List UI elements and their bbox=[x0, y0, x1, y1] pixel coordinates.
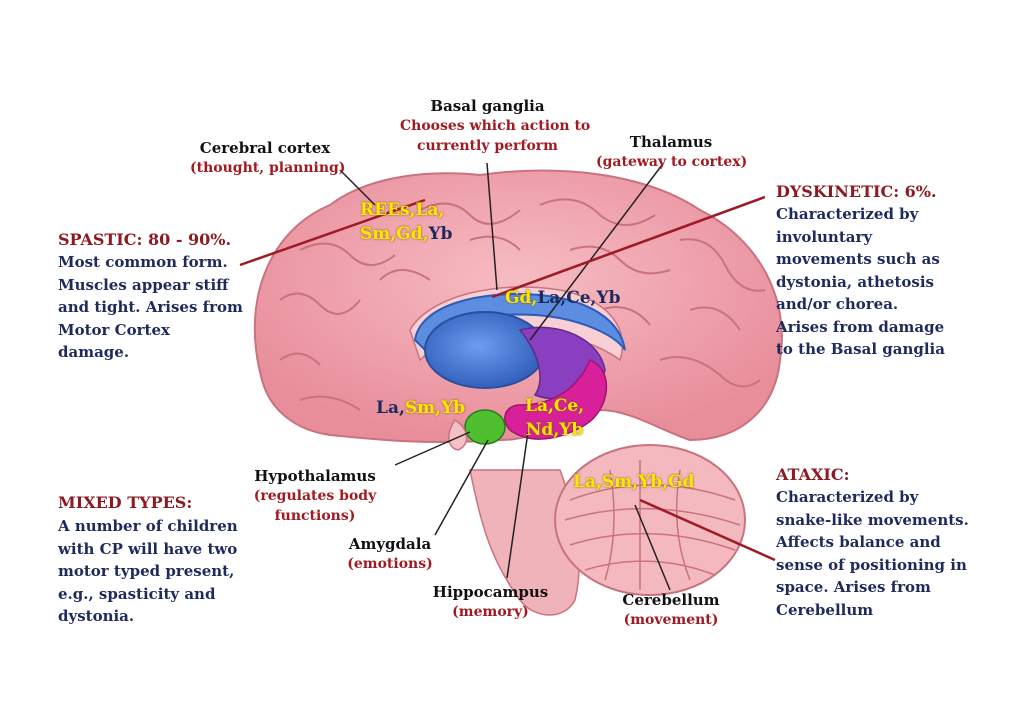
spastic-line: damage. bbox=[58, 343, 130, 361]
dyskinetic-line: movements such as bbox=[776, 250, 940, 268]
cerebellum-elements: La,Sm,Yb,Gd bbox=[573, 470, 694, 494]
spastic-body: Most common form. Muscles appear stiff a… bbox=[58, 251, 268, 364]
cerebellum-elements-a: La,Sm,Yb,Gd bbox=[573, 472, 695, 492]
cerebral-cortex-title: Cerebral cortex bbox=[199, 139, 331, 157]
mixed-line: e.g., spasticity and bbox=[58, 584, 216, 603]
limbic-shape bbox=[504, 359, 607, 440]
ataxic-line: space. Arises from bbox=[776, 578, 931, 596]
mixed-line: with CP will have two bbox=[58, 539, 238, 558]
ataxic-line: Affects balance and bbox=[776, 533, 941, 551]
amygdala-title: Amygdala bbox=[348, 535, 432, 553]
dyskinetic-line: involuntary bbox=[776, 227, 873, 246]
hippocampus-label: Hippocampus (memory) bbox=[428, 582, 553, 622]
amygdala-label: Amygdala (emotions) bbox=[340, 534, 440, 574]
dyskinetic-line: to the Basal ganglia bbox=[776, 340, 945, 358]
spastic-line: Most common form. bbox=[58, 253, 228, 271]
cerebellum-folia bbox=[564, 460, 741, 590]
limbic-elements-line1: La,Ce, bbox=[525, 396, 585, 416]
dyskinetic-title: DYSKINETIC: 6%. bbox=[776, 182, 937, 201]
hypothalamus-shape bbox=[448, 418, 468, 451]
cerebral-cortex-desc: (thought, planning) bbox=[190, 160, 346, 176]
ataxic-body: Characterized by snake-like movements. A… bbox=[776, 486, 996, 621]
ataxic-title: ATAXIC: bbox=[776, 465, 850, 484]
mixed-title: MIXED TYPES: bbox=[58, 493, 193, 512]
cerebellum-title: Cerebellum bbox=[622, 591, 720, 609]
dyskinetic-line: dystonia, athetosis bbox=[776, 272, 934, 291]
dyskinetic-line: Arises from damage bbox=[776, 317, 945, 336]
hypothalamus-desc-2: functions) bbox=[274, 508, 356, 524]
thalamus-label: Thalamus (gateway to cortex) bbox=[596, 132, 748, 172]
basal-elements-a: Gd, bbox=[505, 288, 538, 308]
hypo-elements-a: La, bbox=[376, 398, 405, 418]
basal-ganglia-desc-1: Chooses which action to bbox=[400, 118, 591, 134]
basal-elements-b: La,Ce,Yb bbox=[537, 288, 621, 308]
hippocampus-desc: (memory) bbox=[452, 604, 529, 620]
hypo-elements-b: Sm,Yb bbox=[404, 398, 466, 418]
type-arrows bbox=[239, 195, 776, 562]
ataxic-line: Cerebellum bbox=[776, 600, 874, 619]
limbic-elements-line2: Nd,Yb bbox=[525, 420, 584, 440]
basal-elements: Gd,La,Ce,Yb bbox=[505, 286, 621, 310]
ataxic-line: Characterized by bbox=[776, 488, 919, 506]
mixed-line: A number of children bbox=[58, 517, 238, 535]
cerebral-cortex-label: Cerebral cortex (thought, planning) bbox=[190, 138, 346, 178]
cortex-elements-line1: REEs,La, bbox=[360, 200, 445, 220]
mixed-line: dystonia. bbox=[58, 607, 135, 625]
spastic-title: SPASTIC: 80 - 90%. bbox=[58, 230, 232, 249]
hippocampus-title: Hippocampus bbox=[432, 583, 549, 601]
hypo-elements: La,Sm,Yb bbox=[376, 396, 465, 420]
cortex-elements-line2b: Yb bbox=[428, 224, 453, 244]
cortex-elements-line2a: Sm,Gd, bbox=[360, 224, 429, 244]
dyskinetic-body: Characterized by involuntary movements s… bbox=[776, 203, 986, 361]
spastic-line: and tight. Arises from bbox=[58, 298, 243, 316]
dyskinetic-line: Characterized by bbox=[776, 205, 919, 223]
dyskinetic-line: and/or chorea. bbox=[776, 295, 899, 313]
amygdala-shape bbox=[464, 409, 506, 445]
basal-ganglia-body bbox=[424, 311, 546, 389]
ataxic-line: sense of positioning in bbox=[776, 555, 967, 574]
ataxic-line: snake-like movements. bbox=[776, 510, 969, 529]
mixed-body: A number of children with CP will have t… bbox=[58, 515, 273, 628]
thalamus-title: Thalamus bbox=[629, 133, 713, 151]
basal-ganglia-label: Basal ganglia Chooses which action to cu… bbox=[400, 96, 591, 156]
limbic-elements: La,Ce, Nd,Yb bbox=[525, 394, 584, 442]
pointer-lines bbox=[339, 162, 671, 591]
basal-ganglia-title: Basal ganglia bbox=[430, 97, 545, 115]
hypothalamus-desc-1: (regulates body bbox=[253, 488, 377, 504]
cerebellum-shape bbox=[554, 444, 746, 596]
basal-ganglia-desc-2: currently perform bbox=[417, 138, 558, 154]
cerebellum-desc: (movement) bbox=[623, 612, 719, 628]
spastic-line: Motor Cortex bbox=[58, 320, 170, 339]
mixed-line: motor typed present, bbox=[58, 562, 235, 580]
cerebellum-label: Cerebellum (movement) bbox=[616, 590, 726, 630]
cortex-elements: REEs,La, Sm,Gd,Yb bbox=[360, 198, 453, 246]
thalamus-desc: (gateway to cortex) bbox=[596, 154, 748, 170]
hypothalamus-label: Hypothalamus (regulates body functions) bbox=[245, 466, 385, 526]
spastic-line: Muscles appear stiff bbox=[58, 275, 229, 294]
hypothalamus-title: Hypothalamus bbox=[254, 467, 376, 485]
amygdala-desc: (emotions) bbox=[347, 556, 433, 572]
